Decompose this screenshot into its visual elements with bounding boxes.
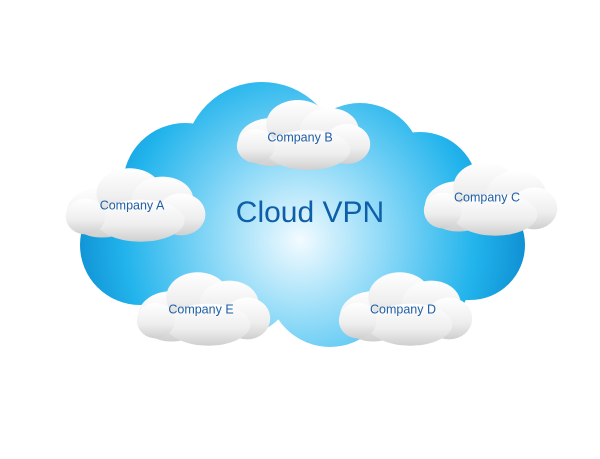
- company-d-label: Company D: [370, 302, 436, 316]
- company-b-cloud: Company B: [236, 100, 371, 170]
- company-a-cloud: Company A: [65, 168, 206, 242]
- company-c-cloud: Company C: [423, 162, 558, 236]
- cloud-vpn-title: Cloud VPN: [236, 196, 384, 229]
- company-a-label: Company A: [100, 198, 165, 212]
- company-d-cloud: Company D: [338, 272, 473, 346]
- company-e-cloud: Company E: [136, 272, 271, 346]
- company-b-label: Company B: [267, 130, 332, 144]
- company-c-label: Company C: [454, 190, 520, 204]
- company-e-label: Company E: [168, 302, 233, 316]
